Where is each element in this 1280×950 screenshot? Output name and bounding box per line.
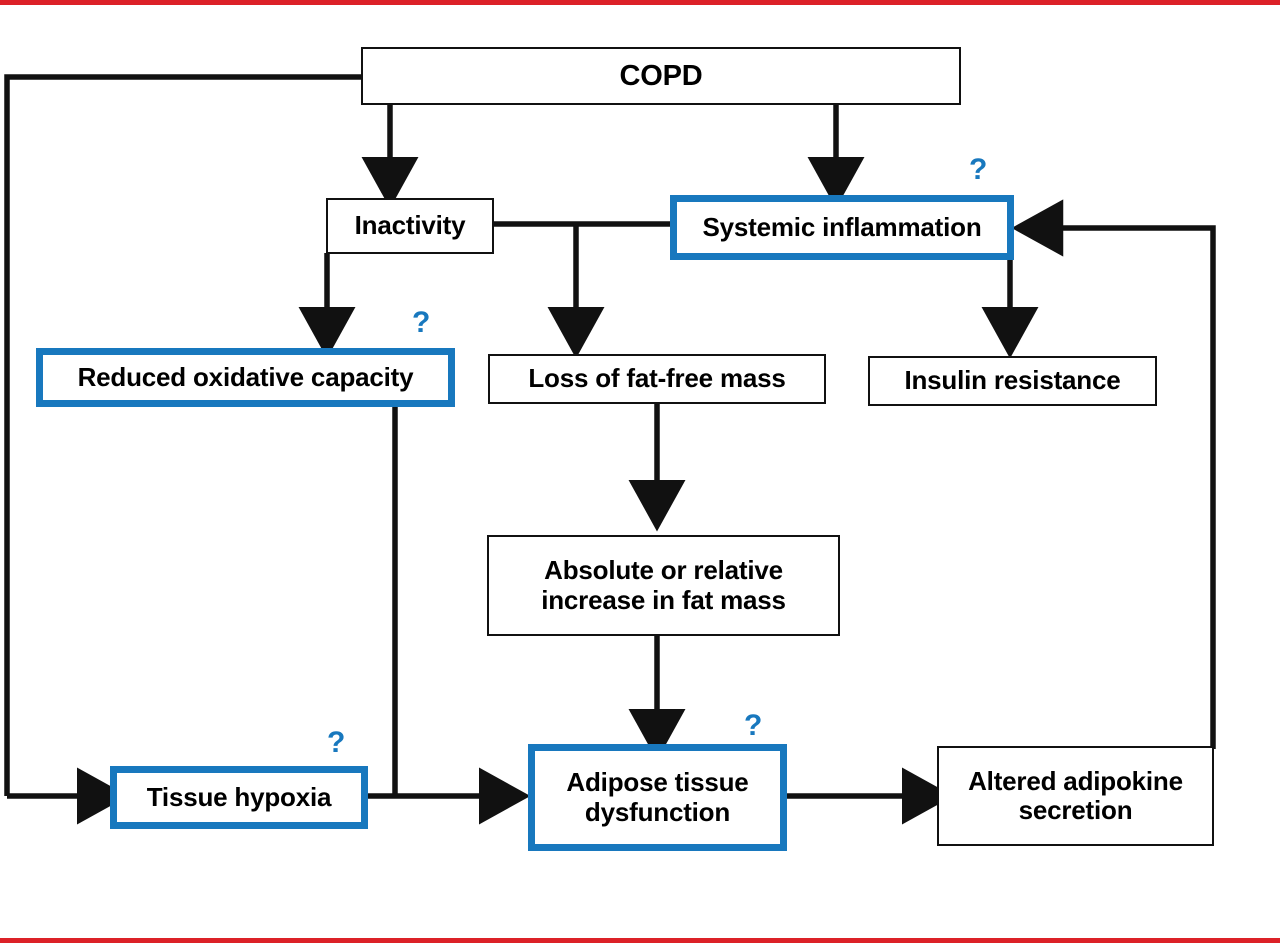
node-loss-of-fat-free-mass-label: Loss of fat-free mass xyxy=(528,363,786,394)
top-rule xyxy=(0,0,1280,5)
node-increase-in-fat-mass[interactable]: Absolute or relative increase in fat mas… xyxy=(487,535,840,636)
node-altered-adipokine-secretion[interactable]: Altered adipokine secretion xyxy=(937,746,1214,846)
node-systemic-inflammation-label: Systemic inflammation xyxy=(702,211,982,242)
node-copd-label: COPD xyxy=(619,59,703,92)
node-reduced-oxidative-capacity[interactable]: Reduced oxidative capacity xyxy=(36,348,455,407)
node-adipose-tissue-dysfunction-line1: Adipose tissue xyxy=(566,767,749,798)
node-altered-adipokine-secretion-line2: secretion xyxy=(1018,795,1133,825)
node-altered-adipokine-secretion-line1: Altered adipokine xyxy=(968,765,1183,796)
node-tissue-hypoxia-label: Tissue hypoxia xyxy=(146,781,332,812)
uncertainty-marker-systemic-inflammation: ? xyxy=(969,153,988,186)
node-copd[interactable]: COPD xyxy=(361,47,961,105)
node-insulin-resistance-label: Insulin resistance xyxy=(904,365,1121,396)
node-reduced-oxidative-capacity-label: Reduced oxidative capacity xyxy=(77,361,414,392)
uncertainty-marker-adipose-tissue-dysfunction: ? xyxy=(744,709,763,742)
node-loss-of-fat-free-mass[interactable]: Loss of fat-free mass xyxy=(488,354,826,404)
node-increase-in-fat-mass-line1: Absolute or relative xyxy=(544,555,783,586)
node-increase-in-fat-mass-line2: increase in fat mass xyxy=(541,584,786,615)
edge-copd-leftrail xyxy=(4,74,361,796)
node-systemic-inflammation[interactable]: Systemic inflammation xyxy=(670,195,1014,260)
uncertainty-marker-tissue-hypoxia: ? xyxy=(327,726,346,759)
node-insulin-resistance[interactable]: Insulin resistance xyxy=(868,356,1157,406)
bottom-rule xyxy=(0,938,1280,943)
node-inactivity-label: Inactivity xyxy=(354,210,466,241)
node-adipose-tissue-dysfunction[interactable]: Adipose tissue dysfunction xyxy=(528,744,787,851)
uncertainty-marker-reduced-oxidative-capacity: ? xyxy=(412,306,431,339)
node-inactivity[interactable]: Inactivity xyxy=(326,198,494,254)
edge-adipokine-sysinf xyxy=(1011,199,1216,749)
diagram-area: COPD Inactivity Systemic inflammation Re… xyxy=(0,5,1280,938)
node-adipose-tissue-dysfunction-line2: dysfunction xyxy=(584,796,731,827)
node-tissue-hypoxia[interactable]: Tissue hypoxia xyxy=(110,766,368,829)
